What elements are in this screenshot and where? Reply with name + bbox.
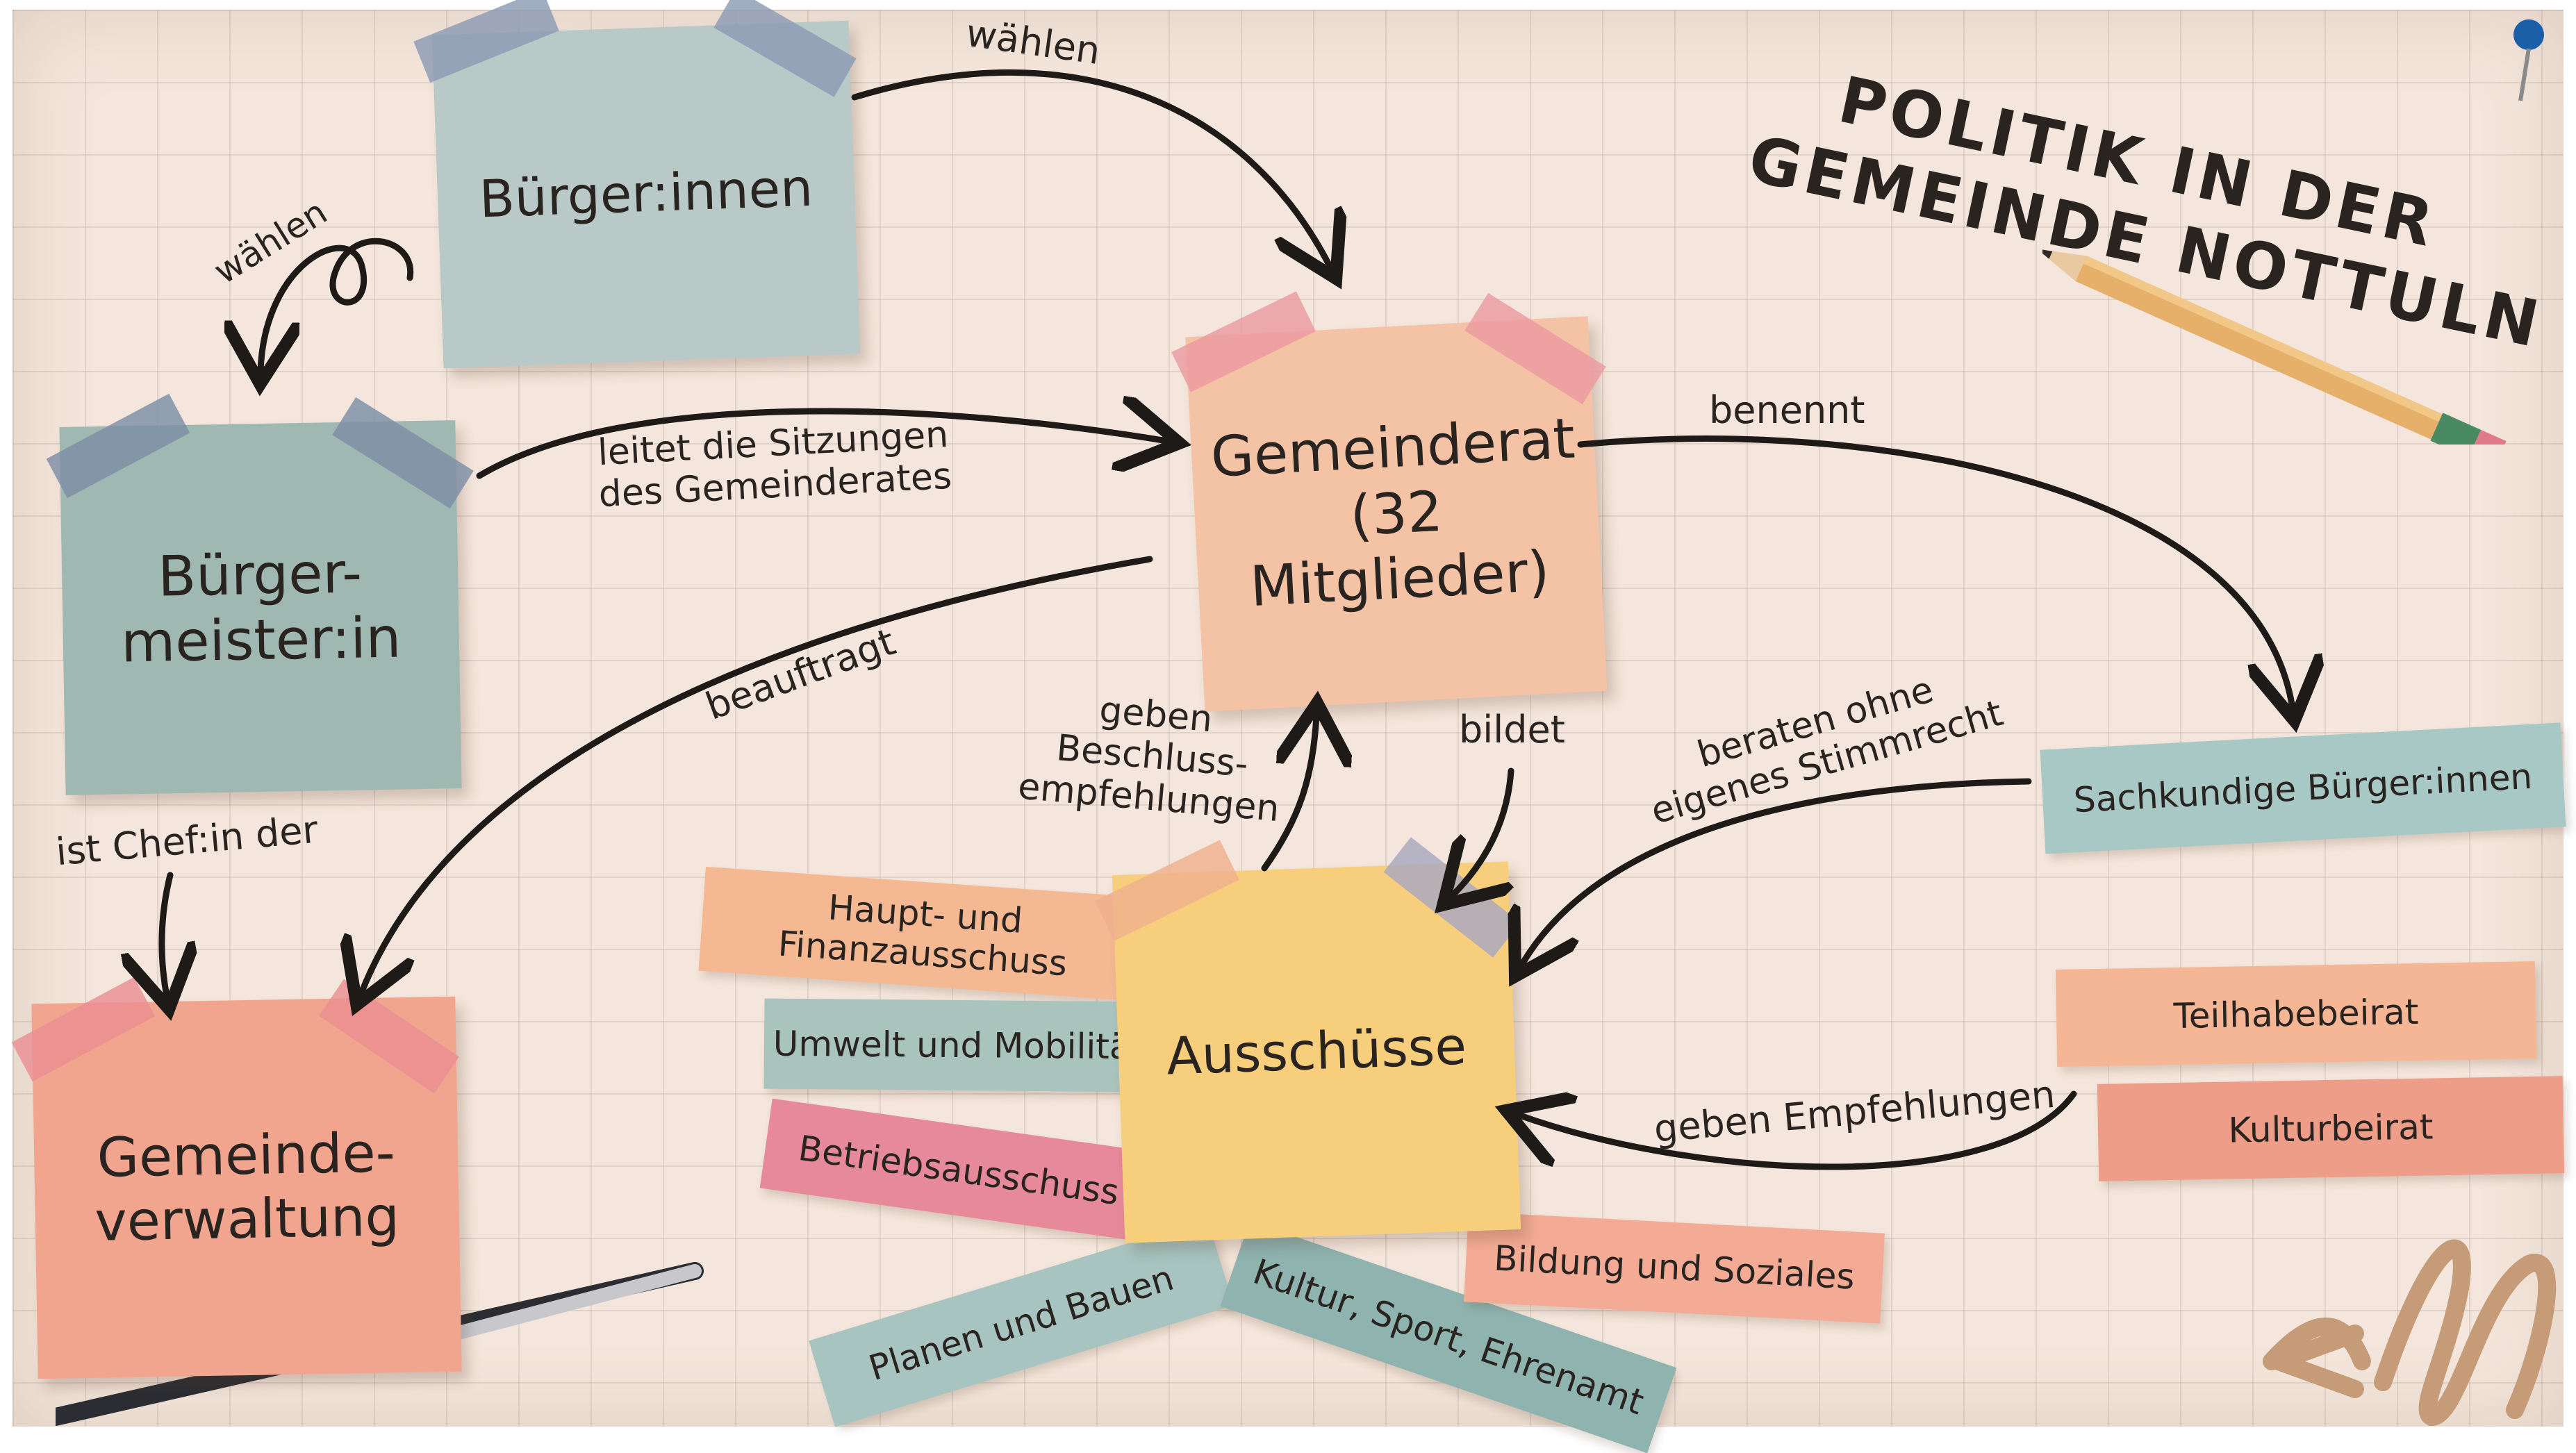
pin-icon	[2513, 19, 2544, 101]
arrow-gemeinderat-to-sachkundige	[1577, 435, 2293, 708]
label-bildet: bildet	[1459, 708, 1565, 752]
arrow-buergermeister-to-gemeinderat	[476, 411, 1167, 479]
arrow-buerger-to-buergermeister	[261, 238, 414, 372]
arrow-beiraete-to-ausschuesse	[1518, 1094, 2077, 1170]
arrow-gemeinderat-to-ausschuesse	[1452, 767, 1514, 896]
arrow-buerger-to-gemeinderat	[851, 69, 1330, 267]
pencil-icon	[2042, 249, 2507, 445]
arrow-buergermeister-to-verwaltung	[162, 872, 170, 997]
label-benennt: benennt	[1709, 388, 1865, 432]
arrow-gemeinderat-to-verwaltung	[361, 556, 1153, 993]
arrow-sachkundige-to-ausschuesse	[1521, 778, 2032, 965]
label-geben-beschlussempfehlungen: geben Beschluss- empfehlungen	[1016, 689, 1281, 830]
decorative-swirl-icon	[2263, 1239, 2557, 1427]
arrow-ausschuesse-to-gemeinderat	[1261, 715, 1316, 872]
